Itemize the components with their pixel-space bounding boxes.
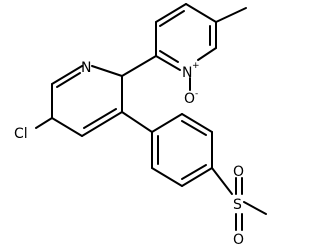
bond [215,7,247,23]
n-oxide-oxygen-label: O [184,91,195,107]
bond [155,55,181,71]
pyridine-nitrogen-label: N [81,60,91,76]
bond [211,167,233,195]
bond [81,111,123,137]
bond [155,3,187,23]
sulfonyl-oxygen-bottom-label: O [233,232,244,248]
bond [121,111,153,133]
bond [51,117,83,137]
bond [243,201,267,215]
bond [56,72,81,88]
bond [185,3,217,23]
bond [181,120,207,136]
bond [83,108,117,129]
bond [91,65,123,77]
sulfonyl-oxygen-top-label: O [233,164,244,180]
chemical-structure-diagram: N N + O - Cl S O O [14,3,267,248]
bond [181,167,213,187]
bond [159,50,179,63]
bond [181,113,213,133]
n-oxide-negative-charge: - [195,89,198,99]
n-oxide-nitrogen-label: N [182,65,192,81]
chlorine-label: Cl [14,126,28,142]
bonds [35,3,267,231]
bond [151,113,183,133]
bond [121,55,157,77]
bond [35,117,53,129]
sulfur-label: S [233,197,242,213]
n-oxide-positive-charge: + [192,61,200,71]
bond [197,47,217,61]
bond [51,65,83,85]
bond [181,164,207,180]
bond [159,10,185,27]
atom-labels: N N + O - Cl S O O [14,60,244,248]
bond [151,167,183,187]
